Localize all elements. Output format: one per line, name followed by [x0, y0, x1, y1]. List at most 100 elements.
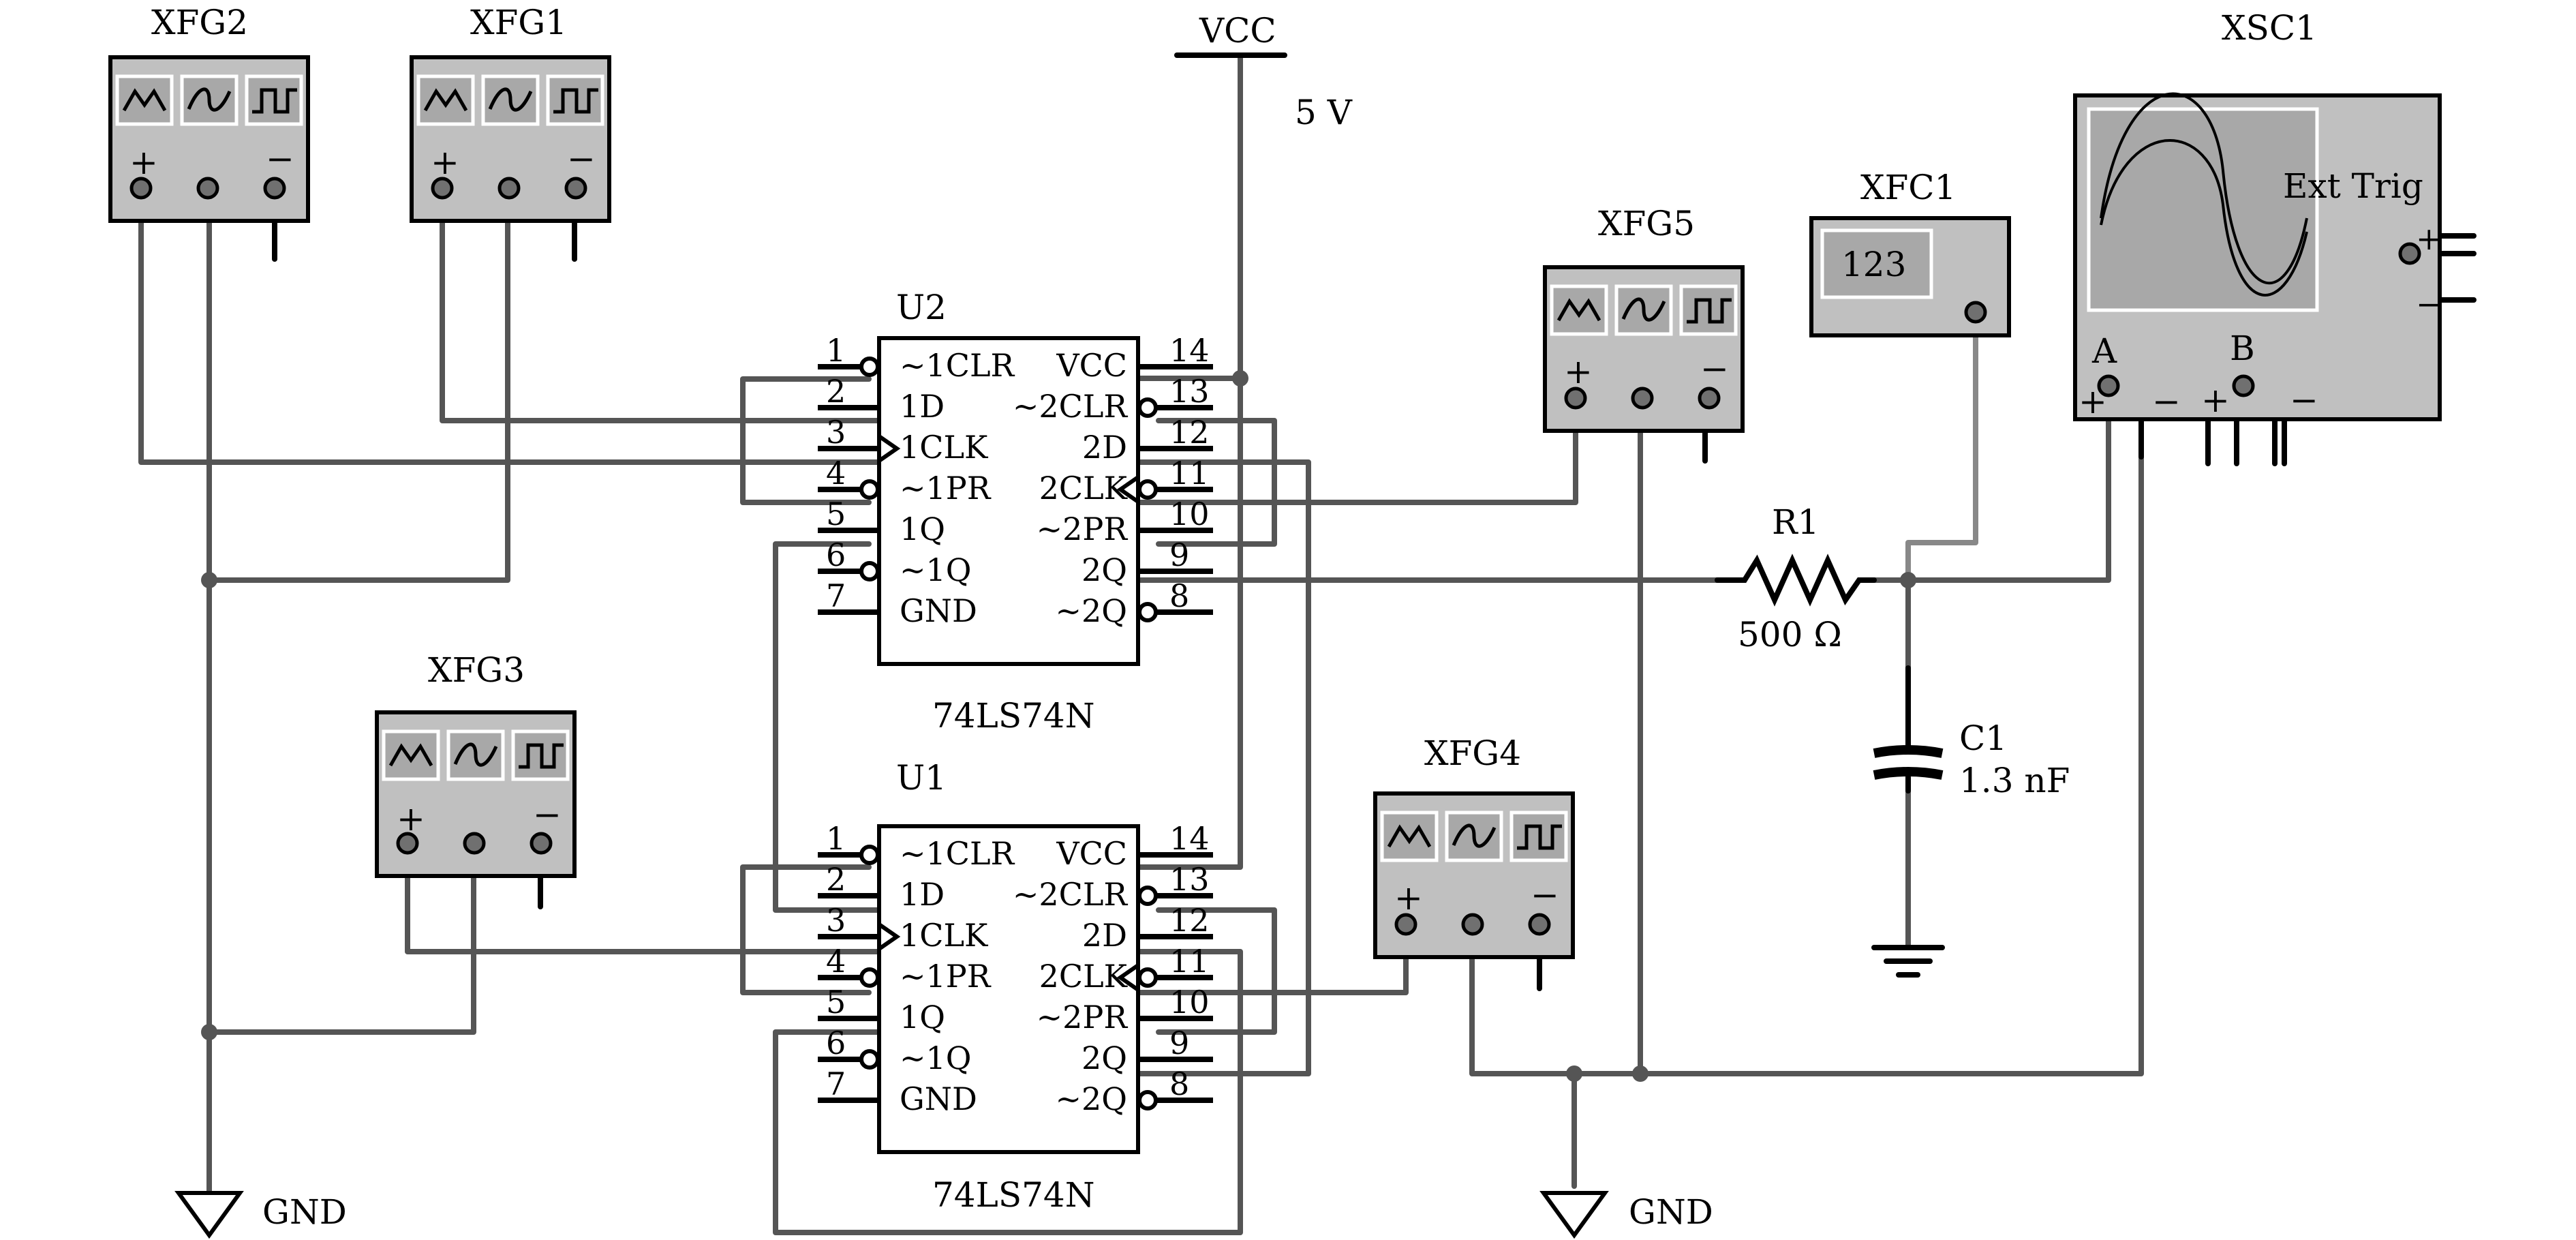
r1-value: 500 Ω — [1738, 615, 1842, 654]
u2-pin-label: ~1PR — [900, 470, 992, 506]
capacitor-c1[interactable]: C1 1.3 nF — [1873, 665, 2070, 800]
c1-value: 1.3 nF — [1959, 761, 2070, 800]
u1-pin-9[interactable]: 92Q — [1082, 1025, 1213, 1076]
u1-pin-label: 1Q — [900, 999, 945, 1035]
u1-pin-4[interactable]: 4~1PR — [818, 943, 992, 995]
u2-pin-13[interactable]: 13 ~2CLR — [1013, 373, 1213, 425]
u1-pin-label: 2CLK — [1039, 958, 1129, 995]
xfg1-minus: − — [567, 139, 596, 179]
u1-pin-8[interactable]: 8 ~2Q — [1055, 1065, 1213, 1117]
u2-pin-2[interactable]: 2 1D — [818, 373, 945, 425]
xfg5-minus: − — [1700, 349, 1729, 389]
xfg5-plus: + — [1564, 352, 1593, 391]
function-generator-xfg2[interactable]: XFG2 + − — [110, 3, 308, 221]
r1-ref: R1 — [1772, 502, 1819, 542]
u1-pin-2[interactable]: 2 1D — [818, 861, 945, 913]
u2-pin-label: 2Q — [1082, 551, 1127, 588]
u2-pin-number: 2 — [826, 373, 846, 410]
junctions — [201, 370, 1916, 1082]
u1-pin-number: 13 — [1169, 861, 1210, 898]
u2-pin-label: GND — [900, 592, 977, 629]
u2-pin-number: 13 — [1169, 373, 1210, 410]
u1-body — [877, 824, 1140, 1154]
gnd-left-label: GND — [262, 1192, 347, 1232]
u1-pin-number: 12 — [1169, 902, 1210, 939]
u2-pin-number: 5 — [826, 496, 846, 532]
xfg3-plus: + — [397, 799, 425, 838]
u2-pin-1[interactable]: 1~1CLR — [818, 332, 1015, 384]
u1-pin-14[interactable]: 14 VCC — [1056, 820, 1213, 872]
u2-pin-6[interactable]: 6~1Q — [818, 536, 972, 588]
function-generator-xfg5[interactable]: XFG5 + − — [1545, 204, 1743, 431]
u2-pin-label: ~2CLR — [1013, 388, 1129, 425]
u2-pin-7[interactable]: 7 GND — [818, 577, 977, 629]
u2-pin-number: 7 — [826, 577, 846, 614]
vcc-source[interactable]: VCC 5 V — [1174, 11, 1353, 132]
u1-part: 74LS74N — [932, 1175, 1094, 1215]
u1-pin-number: 2 — [826, 861, 846, 898]
u1-pin-12[interactable]: 12 2D — [1082, 902, 1213, 954]
gnd-right-label: GND — [1629, 1192, 1713, 1232]
u2-pin-label: ~2Q — [1055, 592, 1127, 629]
u1-pin-number: 4 — [826, 943, 846, 980]
xfg3-label: XFG3 — [428, 650, 525, 690]
u1-pin-number: 1 — [826, 820, 846, 857]
u2-pin-9[interactable]: 9 2Q — [1082, 536, 1213, 588]
xsc1-b-plus: + — [2201, 380, 2230, 420]
u2-pin-number: 14 — [1169, 332, 1210, 369]
u1-pin-10[interactable]: 10~2PR — [1037, 984, 1213, 1035]
u2-pin-label: 2D — [1082, 429, 1127, 466]
c1-ref: C1 — [1959, 719, 2007, 758]
u1-pin-3[interactable]: 3 1CLK — [818, 902, 989, 954]
u1-pin-number: 11 — [1169, 943, 1210, 980]
u1-pin-label: 2Q — [1082, 1040, 1127, 1076]
u2-pin-5[interactable]: 5 1Q — [818, 496, 945, 547]
u1-pin-label: 1D — [900, 876, 945, 913]
u1-pin-11[interactable]: 11 2CLK — [1039, 943, 1213, 995]
u2-pin-10[interactable]: 10 ~2PR — [1037, 496, 1213, 547]
u2-ref: U2 — [896, 288, 947, 327]
u1-pin-label: 1CLK — [900, 917, 989, 954]
u2-pin-8[interactable]: 8~2Q — [1055, 577, 1213, 629]
u2-pin-number: 9 — [1169, 536, 1189, 573]
u1-pin-label: 2D — [1082, 917, 1127, 954]
u1-pin-number: 7 — [826, 1065, 846, 1102]
ground-right[interactable]: GND — [1539, 1191, 1713, 1239]
u1-pin-label: VCC — [1056, 835, 1127, 872]
u1-pin-label: ~2Q — [1055, 1080, 1127, 1117]
u2-pin-number: 4 — [826, 455, 846, 492]
xfg2-minus: − — [266, 139, 294, 179]
u2-pin-label: ~2PR — [1037, 511, 1129, 547]
u1-pin-number: 6 — [826, 1025, 846, 1061]
function-generator-xfg1[interactable]: XFG1 + − — [412, 3, 609, 221]
u1-pin-number: 14 — [1169, 820, 1210, 857]
u1-pin-1[interactable]: 1~1CLR — [818, 820, 1015, 872]
function-generator-xfg4[interactable]: XFG4 + − — [1375, 734, 1573, 957]
u1-pin-number: 3 — [826, 902, 846, 939]
xfg4-minus: − — [1531, 875, 1559, 915]
u1-pin-13[interactable]: 13~2CLR — [1013, 861, 1213, 913]
function-generator-xfg3[interactable]: XFG3 + − — [377, 650, 574, 876]
xsc1-label: XSC1 — [2222, 8, 2317, 48]
xfg3-minus: − — [533, 795, 562, 834]
xfg1-plus: + — [431, 142, 459, 182]
u2-pin-4[interactable]: 4 ~1PR — [818, 455, 992, 506]
u2-pin-label: 1D — [900, 388, 945, 425]
u2-pin-number: 10 — [1169, 496, 1210, 532]
u2-pin-label: 2CLK — [1039, 470, 1129, 506]
u1-pin-number: 8 — [1169, 1065, 1189, 1102]
ground-left[interactable]: GND — [174, 1191, 347, 1239]
oscilloscope-xsc1[interactable]: XSC1 Ext Trig A B + − + − + − — [2073, 8, 2442, 421]
frequency-counter-xfc1[interactable]: 123 XFC1 — [1809, 168, 2011, 337]
resistor-r1[interactable]: R1 500 Ω — [1715, 502, 1877, 654]
u1-pin-6[interactable]: 6~1Q — [818, 1025, 972, 1076]
u2-pin-label: 1Q — [900, 511, 945, 547]
